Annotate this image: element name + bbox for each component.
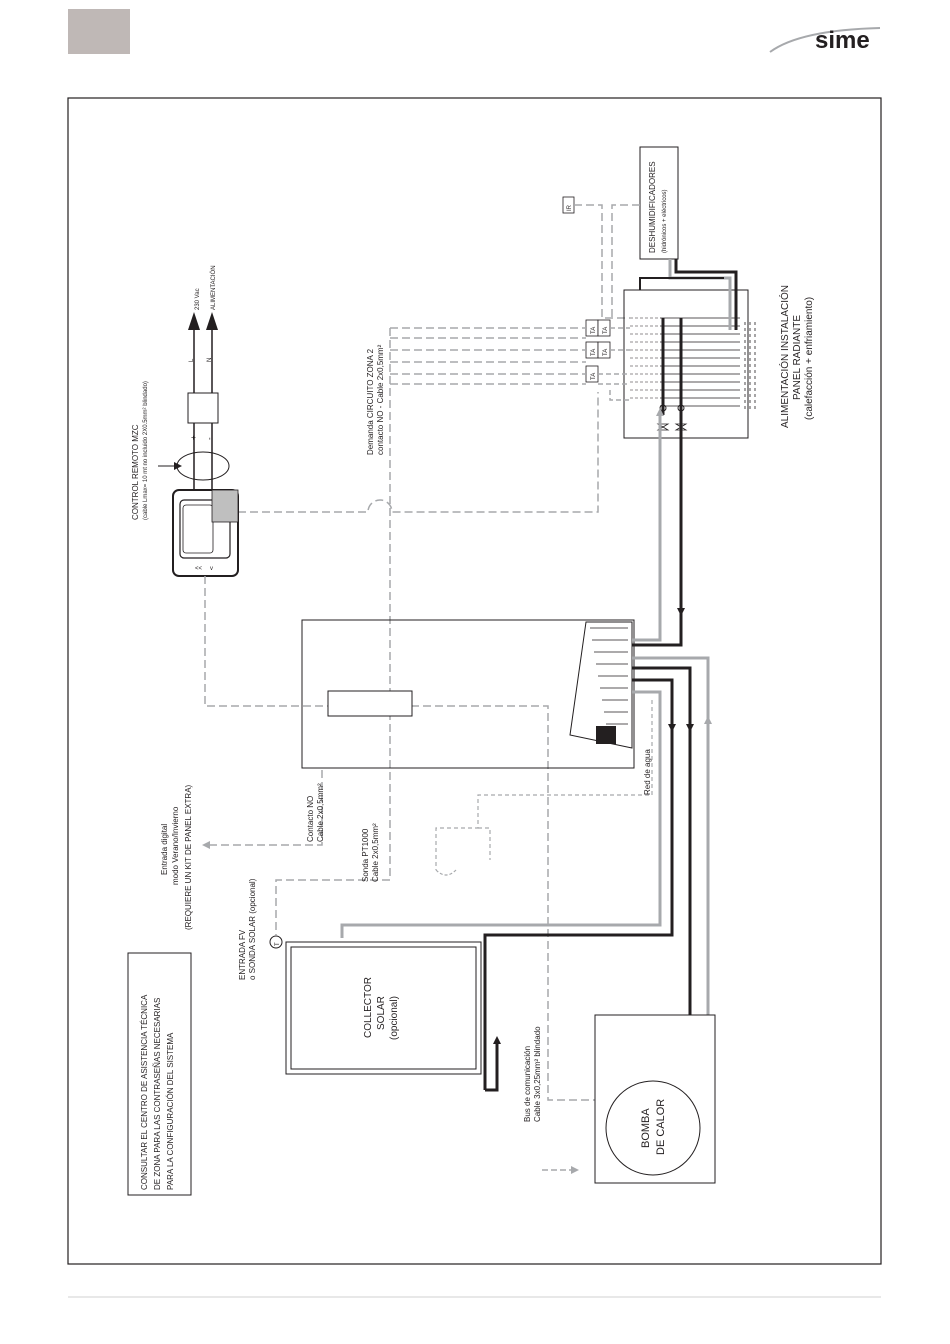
manifold-circuits (744, 322, 756, 412)
collector-label: COLLECTOR (363, 977, 374, 1038)
hp-pipe-dark-1 (632, 666, 692, 1015)
notice-line-3: PARA LA CONFIGURACIÓN DEL SISTEMA (166, 1032, 175, 1190)
hp-pipe-gray-1 (632, 656, 710, 1015)
solar-probe-label: o SONDA SOLAR (opcional) (248, 878, 257, 980)
n-label: N (207, 358, 213, 362)
solar-pipe-dark (483, 678, 674, 1090)
digital-input-label: Entrada digital (160, 824, 169, 875)
zone-contact-label: contacto NO - Cable 2x0,5mm² (376, 344, 385, 455)
zone-wire-to-unit (275, 328, 391, 935)
dehumidifier-label: DESHUMIDIFICADORES (648, 161, 657, 253)
communication-bus-wire (204, 576, 595, 1101)
heat-pump-box (594, 1014, 716, 1184)
heat-pump-fan (605, 1080, 701, 1176)
summer-winter-label: modo Verano/Invierno (171, 806, 180, 885)
minus-label: - (205, 437, 214, 440)
dehum-pipe-dark (674, 259, 738, 330)
manifold-box (623, 289, 749, 439)
radiant-mode-label: (calefacción + enfriamiento) (804, 297, 815, 420)
radiant-panel-label: PANEL RADIANTE (792, 315, 803, 400)
heat-pump-label: BOMBA (640, 1108, 652, 1148)
radiant-supply-label: ALIMENTACIÓN INSTALACIÓN (778, 285, 791, 428)
voltage-label: 230 Vac (195, 288, 201, 310)
diagram-frame (67, 97, 882, 1265)
ta-to-manifold-wires (598, 327, 630, 385)
collector-solar-label: SOLAR (376, 996, 387, 1030)
contact-no-label: Contacto NO (306, 796, 315, 842)
svg-text:TA: TA (603, 349, 609, 356)
power-supply-label: ALIMENTACIÓN (210, 265, 217, 310)
ta-return-wire (609, 390, 630, 401)
extra-panel-kit-label: (REQUIERE UN KIT DE PANEL EXTRA) (184, 784, 193, 930)
digital-input-wire (202, 770, 323, 849)
solar-collector-outer (285, 941, 482, 1075)
notice-line-1: CONSULTAR EL CENTRO DE ASISTENCIA TÉCNIC… (140, 994, 149, 1190)
notice-box (127, 952, 192, 1196)
ta-thermostats: TA TA TA TA TA (585, 319, 611, 383)
power-arrow-l (188, 312, 200, 330)
svg-text:TA: TA (591, 373, 597, 380)
ir-label: IR (567, 204, 573, 211)
temperature-sensor (269, 935, 283, 949)
indoor-unit-box (301, 619, 635, 769)
dehumidifier-sublabel: (hidrónicos + eléctricos) (662, 189, 668, 253)
svg-text:<<: << (195, 566, 203, 572)
l-label: L (189, 358, 195, 362)
solar-return-arrow (485, 1036, 501, 1092)
dehum-signal-wire (611, 204, 640, 320)
water-valve-line (478, 827, 491, 860)
svg-text:v: v (210, 566, 213, 572)
notice-line-2: DE ZONA PARA LAS CONTRASEÑAS NECESARIAS (153, 998, 162, 1190)
supply-pipe-gray (632, 408, 664, 642)
collector-optional-label: (opcional) (389, 996, 400, 1040)
water-supply-line (435, 700, 653, 870)
sensor-t-label: T (275, 942, 281, 946)
remote-control-label: CONTROL REMOTO MZC (131, 424, 140, 520)
ir-wire (574, 204, 630, 319)
heat-pump-sublabel: DE CALOR (655, 1099, 667, 1155)
svg-text:TA: TA (603, 327, 609, 334)
solar-collector-inner (290, 946, 477, 1070)
remote-control-device: << v (172, 489, 239, 577)
water-drain-symbol (435, 869, 457, 876)
header-box (68, 9, 130, 54)
power-arrow-n (206, 312, 218, 330)
shielded-cable-ring (176, 451, 230, 481)
svg-text:TA: TA (591, 327, 597, 334)
plus-label: + (189, 435, 198, 440)
zone-demand-label: Demanda CIRCUITO ZONA 2 (366, 348, 375, 455)
brand-name: sime (815, 27, 870, 54)
remote-control-bus-wire (238, 392, 599, 513)
manifold-top-pipe (639, 277, 724, 290)
manifold-pipes (630, 317, 740, 431)
svg-text:TA: TA (591, 349, 597, 356)
return-pipe-dark (632, 412, 683, 647)
zone-wires (390, 327, 586, 385)
pv-input-label: ENTRADA FV (238, 929, 247, 980)
bus-cable-label: Cable 3x0,25mm² blindado (533, 1026, 542, 1122)
pt1000-probe-label: Sonda PT1000 (361, 828, 370, 882)
contact-cable-label: Cable 2x0,5mm² (316, 783, 325, 842)
remote-cable-label: (cable Lmax= 10 mt no incluido 2X0.5mm² … (143, 381, 149, 520)
bus-label: Bus de comunicación (523, 1046, 532, 1122)
pt1000-cable-label: Cable 2x0,5mm² (371, 823, 380, 882)
solar-pipe-gray (340, 690, 662, 938)
sime-logo: sime (769, 27, 881, 54)
water-supply-label: Red de agua (643, 749, 652, 795)
dehumidifier-box (639, 146, 679, 260)
transformer-box (187, 392, 219, 424)
unit-hydraulic-block (569, 621, 633, 749)
unit-control-board (327, 690, 413, 717)
dehum-pipe-gray (668, 259, 732, 330)
